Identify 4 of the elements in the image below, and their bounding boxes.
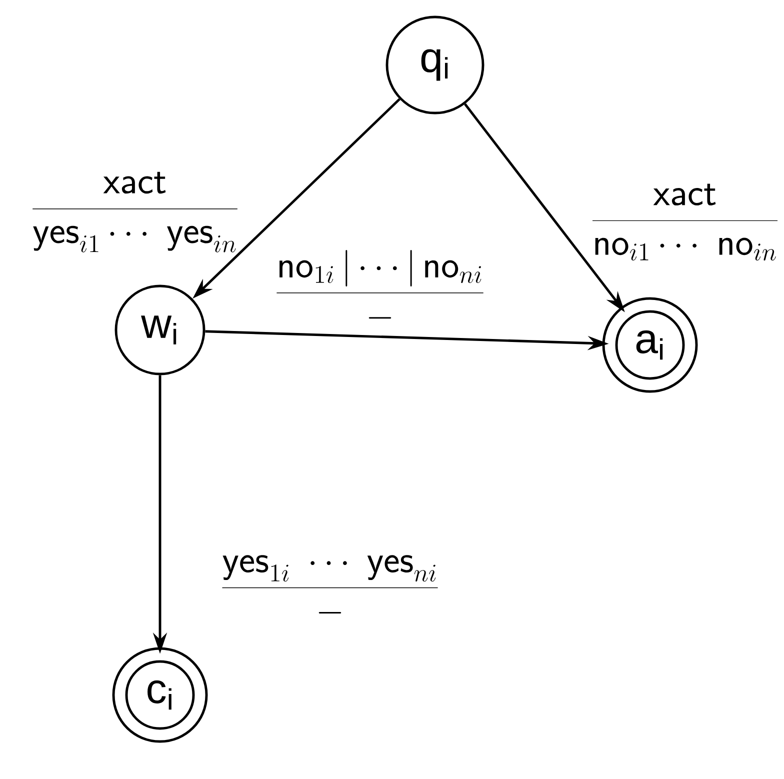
edge-label: $\frac{\mathsf{xact}}{\mathsf{no}_{i1}\cdots\ \mathsf{no}_{in}}$: [592, 184, 778, 260]
edge-label: $\frac{\mathsf{xact}}{\mathsf{yes}_{i1}\cdots\ \mathsf{yes}_{in}}$: [32, 172, 238, 252]
edge-label: $\frac{\mathsf{yes}_{1i}\ \cdots\ \mathsf{yes}_{ni}}{-}$: [222, 555, 438, 614]
edge-label: $\frac{\mathsf{no}_{1i}\,|\cdots|\,\mathsf{no}_{ni}}{-}$: [276, 250, 484, 319]
